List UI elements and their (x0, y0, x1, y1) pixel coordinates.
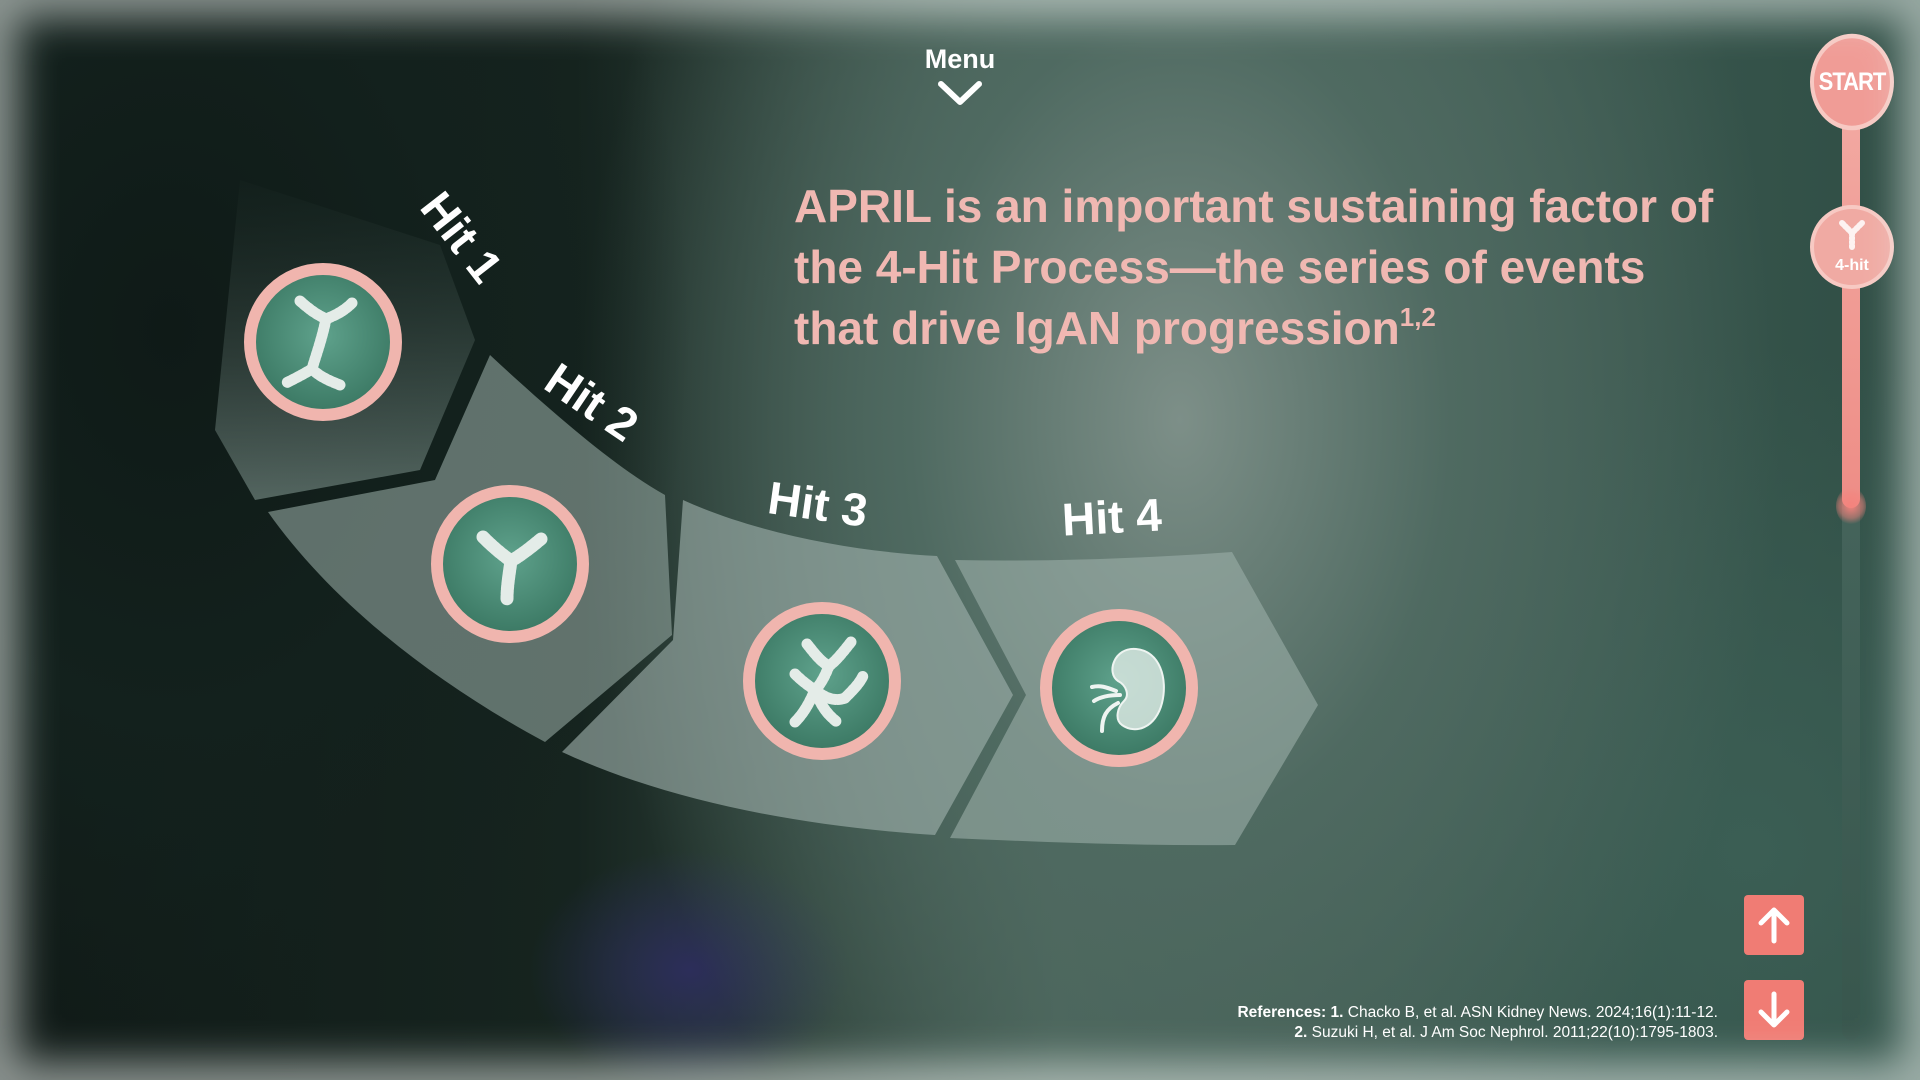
reference-2-text: Suzuki H, et al. J Am Soc Nephrol. 2011;… (1311, 1024, 1718, 1041)
reference-2: 2. Suzuki H, et al. J Am Soc Nephrol. 20… (1018, 1023, 1718, 1043)
reference-1: References: 1. Chacko B, et al. ASN Kidn… (1018, 1003, 1718, 1023)
hit-4-circle[interactable] (1040, 609, 1198, 767)
y-antibody-extended-icon (280, 295, 358, 391)
hit-2-circle[interactable] (431, 485, 589, 643)
menu-label: Menu (924, 44, 996, 74)
reference-1-number: 1. (1330, 1004, 1344, 1021)
scroll-down-button[interactable] (1744, 980, 1804, 1040)
hit-3-circle[interactable] (743, 602, 901, 760)
menu-button[interactable]: Menu (910, 44, 1010, 107)
immune-complex-icon (789, 636, 869, 728)
progress-fill (1842, 90, 1860, 508)
headline: APRIL is an important sustaining factor … (794, 176, 1734, 359)
headline-superscript: 1,2 (1399, 302, 1436, 332)
antibody-icon (476, 530, 548, 606)
kidney-icon (1090, 647, 1165, 733)
chevron-down-icon (938, 81, 982, 105)
four-hit-label: 4-hit (1835, 257, 1869, 274)
scroll-up-button[interactable] (1744, 895, 1804, 955)
antibody-thumbnail-icon (1839, 220, 1865, 252)
start-label: START (1818, 67, 1887, 96)
arrow-up-icon (1758, 907, 1790, 944)
headline-text: APRIL is an important sustaining factor … (794, 180, 1714, 354)
reference-2-number: 2. (1294, 1024, 1308, 1041)
hit-4-label: Hit 4 (1060, 488, 1163, 546)
progress-handle[interactable] (1836, 487, 1866, 525)
arrow-down-icon (1758, 991, 1790, 1028)
reference-1-text: Chacko B, et al. ASN Kidney News. 2024;1… (1347, 1004, 1718, 1021)
hit-1-circle[interactable] (244, 263, 402, 421)
four-hit-button[interactable]: 4-hit (1810, 205, 1894, 289)
start-button[interactable]: START (1810, 33, 1894, 131)
references-heading: References: (1237, 1004, 1327, 1021)
references: References: 1. Chacko B, et al. ASN Kidn… (1018, 1003, 1718, 1043)
